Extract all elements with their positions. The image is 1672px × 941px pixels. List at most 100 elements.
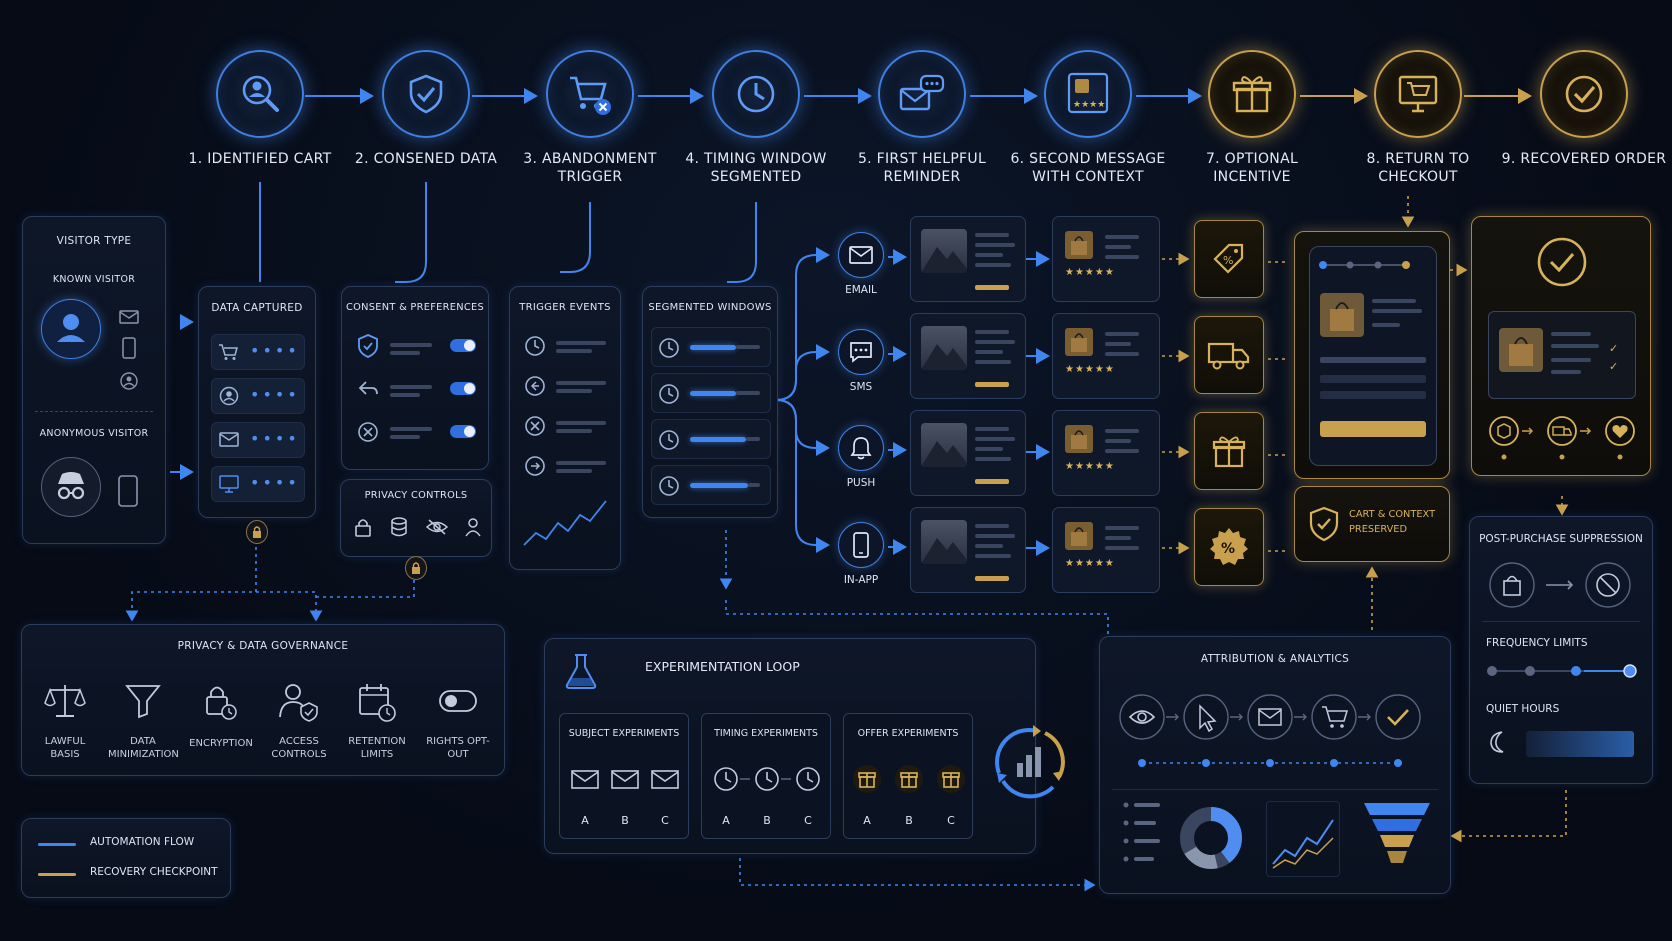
step-2-label: 2. CONSENED DATA [354,151,498,167]
phone-icon [853,532,869,558]
experimentation-panel: EXPERIMENTATION LOOP SUBJECT EXPERIMENTS… [544,638,1065,854]
governance-data-minimization: DATA MINIMIZATION [108,736,179,760]
bag-thumbnail [1065,231,1093,259]
quiet-hours-bar[interactable] [1526,731,1634,757]
variant-a: A [863,814,871,827]
attribution-panel: ATTRIBUTION & ANALYTICS [1099,636,1451,894]
incentive-free-shipping [1194,316,1264,394]
privacy-lock-badge [405,556,427,580]
device-icon [118,475,138,507]
first-reminder-push [910,410,1026,496]
step-4-label: 4. TIMING WINDOW SEGMENTED [685,151,827,185]
calendar-clock-icon [359,684,396,722]
step-8-label: 8. RETURN TO CHECKOUT [1366,151,1470,185]
monitor-icon [219,475,239,493]
profile-icon [120,372,138,390]
shield-check-icon [409,74,443,114]
step-8-circle [1374,50,1462,138]
shield-check-icon [358,334,378,358]
consent-toggle-3[interactable] [450,425,476,438]
checkout-phone [1309,246,1437,466]
channel-email-label: EMAIL [845,284,877,296]
second-message-sms: ★★★★★ [1052,313,1160,399]
checkout-screen-icon [1398,75,1438,113]
line-chart [1272,819,1334,869]
rating-stars: ★★★★★ [1065,461,1115,472]
email-icon [119,310,139,324]
user-search-icon [242,75,279,112]
legend-panel: AUTOMATION FLOW RECOVERY CHECKPOINT [21,818,231,898]
step-4-circle [712,50,800,138]
clock-icon [737,75,775,113]
cart-context-label: CART & CONTEXT PRESERVED [1349,509,1436,535]
channel-push-circle [838,425,884,471]
discount-tag-icon: % [1213,243,1244,274]
user-icon [465,518,481,537]
gift-icon [1212,436,1246,468]
incentive-percent: % [1194,508,1264,586]
bag-thumbnail [1320,293,1364,337]
channel-inapp-label: IN-APP [843,574,879,586]
order-summary-card: ✓✓ [1488,311,1636,399]
shield-check-icon [1309,506,1339,542]
clock-icon [659,384,679,404]
consent-title: CONSENT & PREFERENCES [345,302,485,313]
cancel-circle-icon [358,422,378,442]
second-message-inapp: ★★★★★ [1052,507,1160,593]
governance-panel: PRIVACY & DATA GOVERNANCE LAWFUL BASIS D… [21,624,505,776]
governance-rights-opt-out: RIGHTS OPT-OUT [426,736,490,760]
privacy-controls-panel: PRIVACY CONTROLS [340,479,492,557]
data-row-device: •••• [211,466,305,502]
bell-icon [850,437,872,460]
legend-recovery-swatch [38,873,76,876]
bag-thumbnail [1065,328,1093,356]
back-circle-icon [525,376,545,396]
checkout-button[interactable] [1320,421,1426,437]
frequency-limits-label: FREQUENCY LIMITS [1486,637,1588,649]
step-7-circle [1208,50,1296,138]
rating-stars: ★★★★★ [1065,558,1115,569]
step-3-circle [546,50,634,138]
incentive-discount-tag: % [1194,220,1264,298]
channel-email-circle [838,232,884,278]
window-row-2 [651,373,771,413]
step-5-label: 5. FIRST HELPFUL REMINDER [857,151,987,185]
quiet-hours-label: QUIET HOURS [1486,703,1560,715]
toggle-off-icon[interactable] [438,689,478,713]
consent-panel: CONSENT & PREFERENCES [341,286,489,470]
check-circle-icon [1565,75,1603,113]
step-3-label: 3. ABANDONMENT TRIGGER [523,151,657,185]
governance-title: PRIVACY & DATA GOVERNANCE [177,640,349,652]
frequency-slider[interactable] [1484,663,1638,679]
funnel-icon [125,685,161,719]
scales-icon [44,685,86,717]
check-circle-icon [1537,237,1587,287]
subject-experiments: SUBJECT EXPERIMENTS A B C [559,713,689,839]
trigger-events-title: TRIGGER EVENTS [519,302,611,313]
gift-icon [853,765,965,793]
step-9-circle [1540,50,1628,138]
email-chat-icon [899,74,945,111]
consent-toggle-1[interactable] [450,339,476,352]
subject-experiments-title: SUBJECT EXPERIMENTS [568,728,680,739]
step-1-label: 1. IDENTIFIED CART [188,151,332,167]
chat-bubble-icon [850,342,872,363]
flask-icon [565,654,597,689]
bag-thumbnail [1499,328,1543,372]
variant-b: B [905,814,913,827]
timing-experiments-title: TIMING EXPERIMENTS [714,728,818,739]
bag-thumbnail [1065,425,1093,453]
eye-off-icon [425,519,449,535]
cancel-circle-icon [525,416,545,436]
consent-toggle-2[interactable] [450,382,476,395]
user-circle-icon [219,386,239,406]
trigger-events-panel: TRIGGER EVENTS [509,286,621,570]
known-visitor-label: KNOWN VISITOR [52,274,136,285]
visitor-type-title: VISITOR TYPE [56,235,132,247]
anonymous-visitor-avatar [41,457,101,517]
recovered-order-panel: ✓✓ [1471,216,1651,476]
checkout-progress [1319,261,1410,269]
governance-access-controls: ACCESS CONTROLS [271,736,327,760]
step-1-circle [216,50,304,138]
